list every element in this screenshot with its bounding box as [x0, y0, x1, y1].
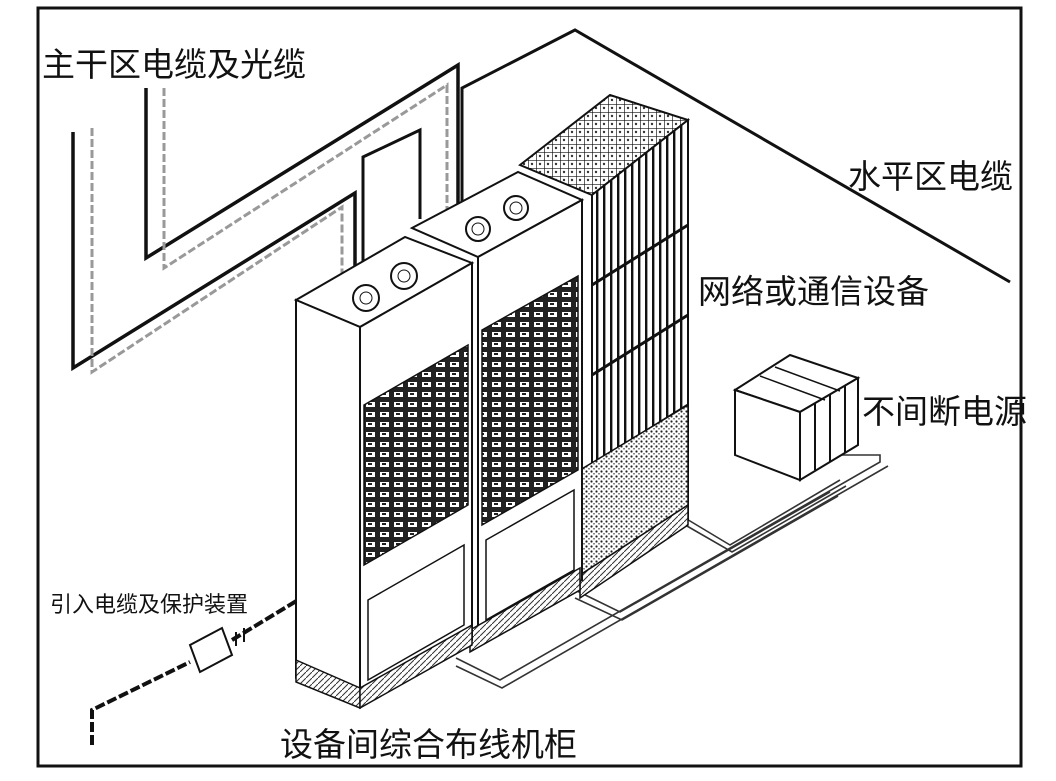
network-equipment-rack	[518, 93, 691, 600]
backbone-cables	[71, 61, 460, 375]
ups-units	[732, 353, 861, 482]
power-cables	[455, 454, 889, 689]
ups-label: 不间断电源	[862, 392, 1027, 431]
backbone-cables-label: 主干区电缆及光缆	[42, 45, 306, 84]
cabinet-label: 设备间综合布线机柜	[280, 725, 577, 764]
cabinet-middle	[409, 170, 585, 654]
network-equipment-label: 网络或通信设备	[698, 272, 929, 311]
cabinet-front	[293, 235, 475, 710]
horizontal-cable	[460, 28, 1011, 284]
entrance-cable	[90, 598, 300, 745]
entrance-cable-label: 引入电缆及保护装置	[50, 593, 249, 618]
horizontal-cable-label: 水平区电缆	[848, 157, 1013, 196]
